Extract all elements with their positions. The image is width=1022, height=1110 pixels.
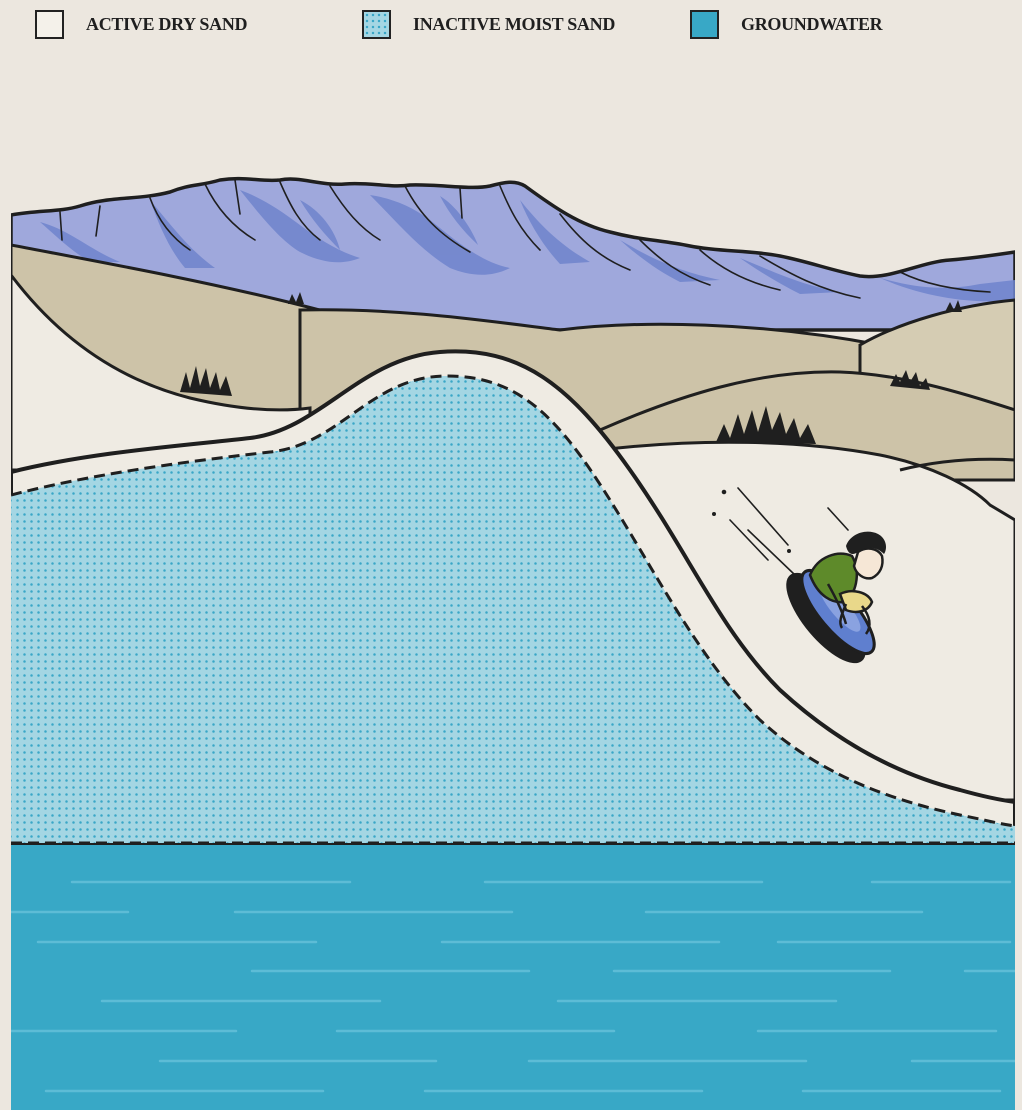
face [854, 549, 883, 579]
